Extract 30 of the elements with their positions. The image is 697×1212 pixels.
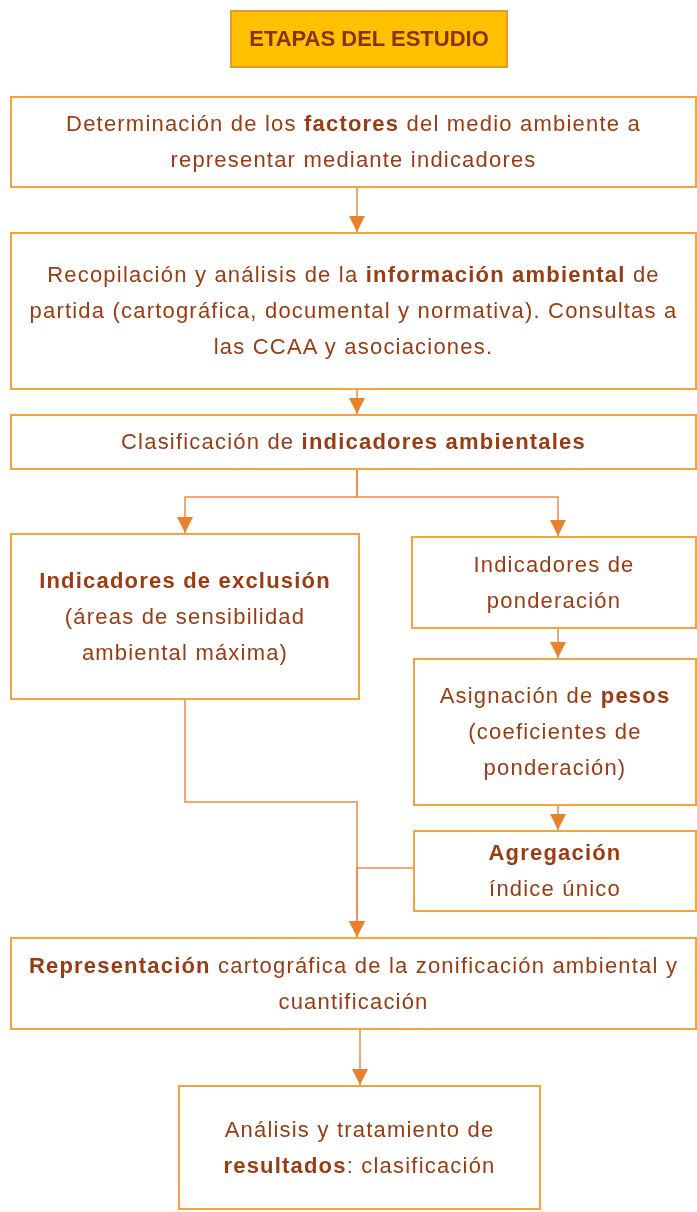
step-text: Clasificación de indicadores ambientales [121, 428, 586, 456]
process-box [178, 1085, 541, 1210]
step-text: Recopilación y análisis de la información ambiental de partida (cartográfica, documental y normativa). Consultas a las CCAA y asociaciones. [28, 261, 679, 361]
process-box [10, 937, 697, 1030]
process-box [413, 830, 697, 912]
process-box [10, 96, 697, 188]
step-text: Determinación de los factores del medio ambiente a representar mediante indicadores [65, 110, 642, 174]
step-text: Indicadores de exclusión [39, 566, 331, 595]
step-text: Asignación de pesos [439, 682, 671, 710]
process-box [411, 536, 697, 629]
step-subtext: (coeficientes de ponderación) [467, 718, 643, 782]
process-box [10, 414, 697, 470]
step-text: Agregación [488, 839, 622, 867]
arrow [550, 805, 566, 831]
step-subtext: (áreas de sensibilidad ambiental máxima) [63, 602, 307, 667]
arrow [349, 867, 414, 938]
arrow [349, 389, 365, 415]
step-text: Indicadores de ponderación [472, 550, 636, 615]
arrow [550, 628, 566, 659]
arrow [352, 1029, 368, 1086]
step-text: Análisis y tratamiento de resultados: clasificación [222, 1115, 497, 1180]
process-box [10, 533, 360, 700]
step-text: Representación cartográfica de la zonificación ambiental y cuantificación [27, 951, 680, 1016]
title-text: ETAPAS DEL ESTUDIO [249, 25, 489, 53]
process-box [413, 658, 697, 806]
arrow [349, 187, 365, 233]
process-box [10, 232, 697, 390]
title-box [230, 10, 508, 68]
arrow [356, 469, 566, 537]
step-subtext: índice único [489, 875, 621, 903]
